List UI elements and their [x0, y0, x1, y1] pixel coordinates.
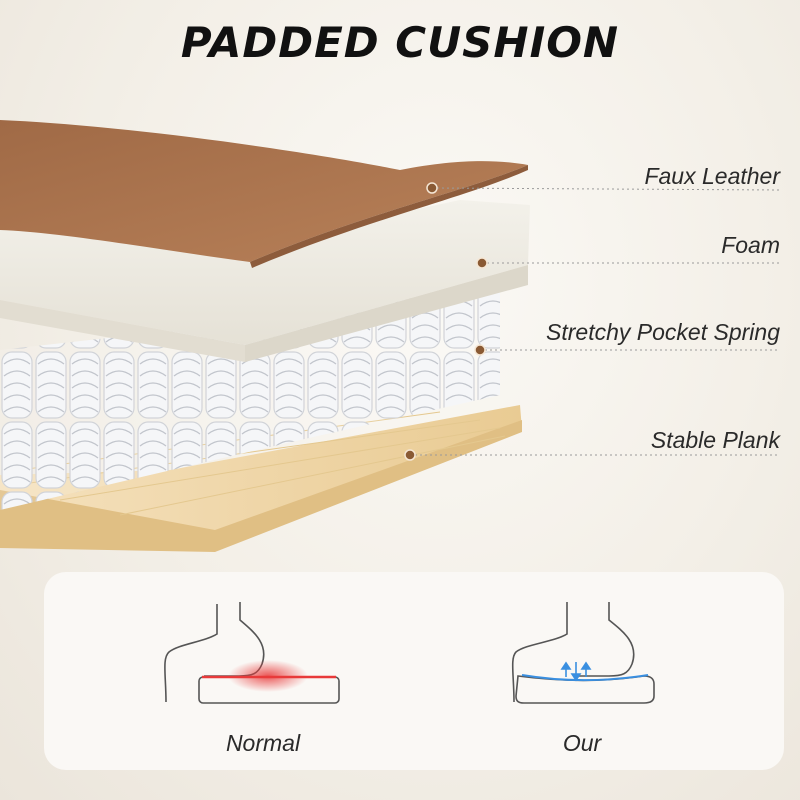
stable-plank-layer — [0, 405, 522, 552]
label-foam: Foam — [721, 232, 780, 258]
label-faux-leather: Faux Leather — [644, 163, 780, 189]
foam-layer — [0, 200, 530, 362]
pocket-spring-layer — [0, 285, 500, 510]
cushion-layers-illustration — [0, 120, 781, 552]
caption-normal: Normal — [225, 730, 301, 756]
comparison-illustration — [164, 602, 655, 704]
marker-dot-foam — [476, 257, 488, 269]
our-seat-figure — [511, 602, 655, 704]
marker-dot-stretchy-pocket-spring — [474, 344, 486, 356]
label-stretchy-pocket-spring: Stretchy Pocket Spring — [546, 319, 780, 345]
marker-dot-stable-plank — [404, 449, 416, 461]
caption-our: Our — [562, 730, 602, 756]
faux-leather-layer — [0, 120, 528, 268]
pressure-relief-arrows-icon — [560, 661, 592, 682]
page-title: PADDED CUSHION — [180, 18, 620, 67]
marker-dot-faux-leather — [426, 182, 438, 194]
leader-line-faux-leather — [431, 187, 781, 191]
label-stable-plank: Stable Plank — [650, 427, 780, 453]
comparison-panel — [44, 572, 784, 770]
